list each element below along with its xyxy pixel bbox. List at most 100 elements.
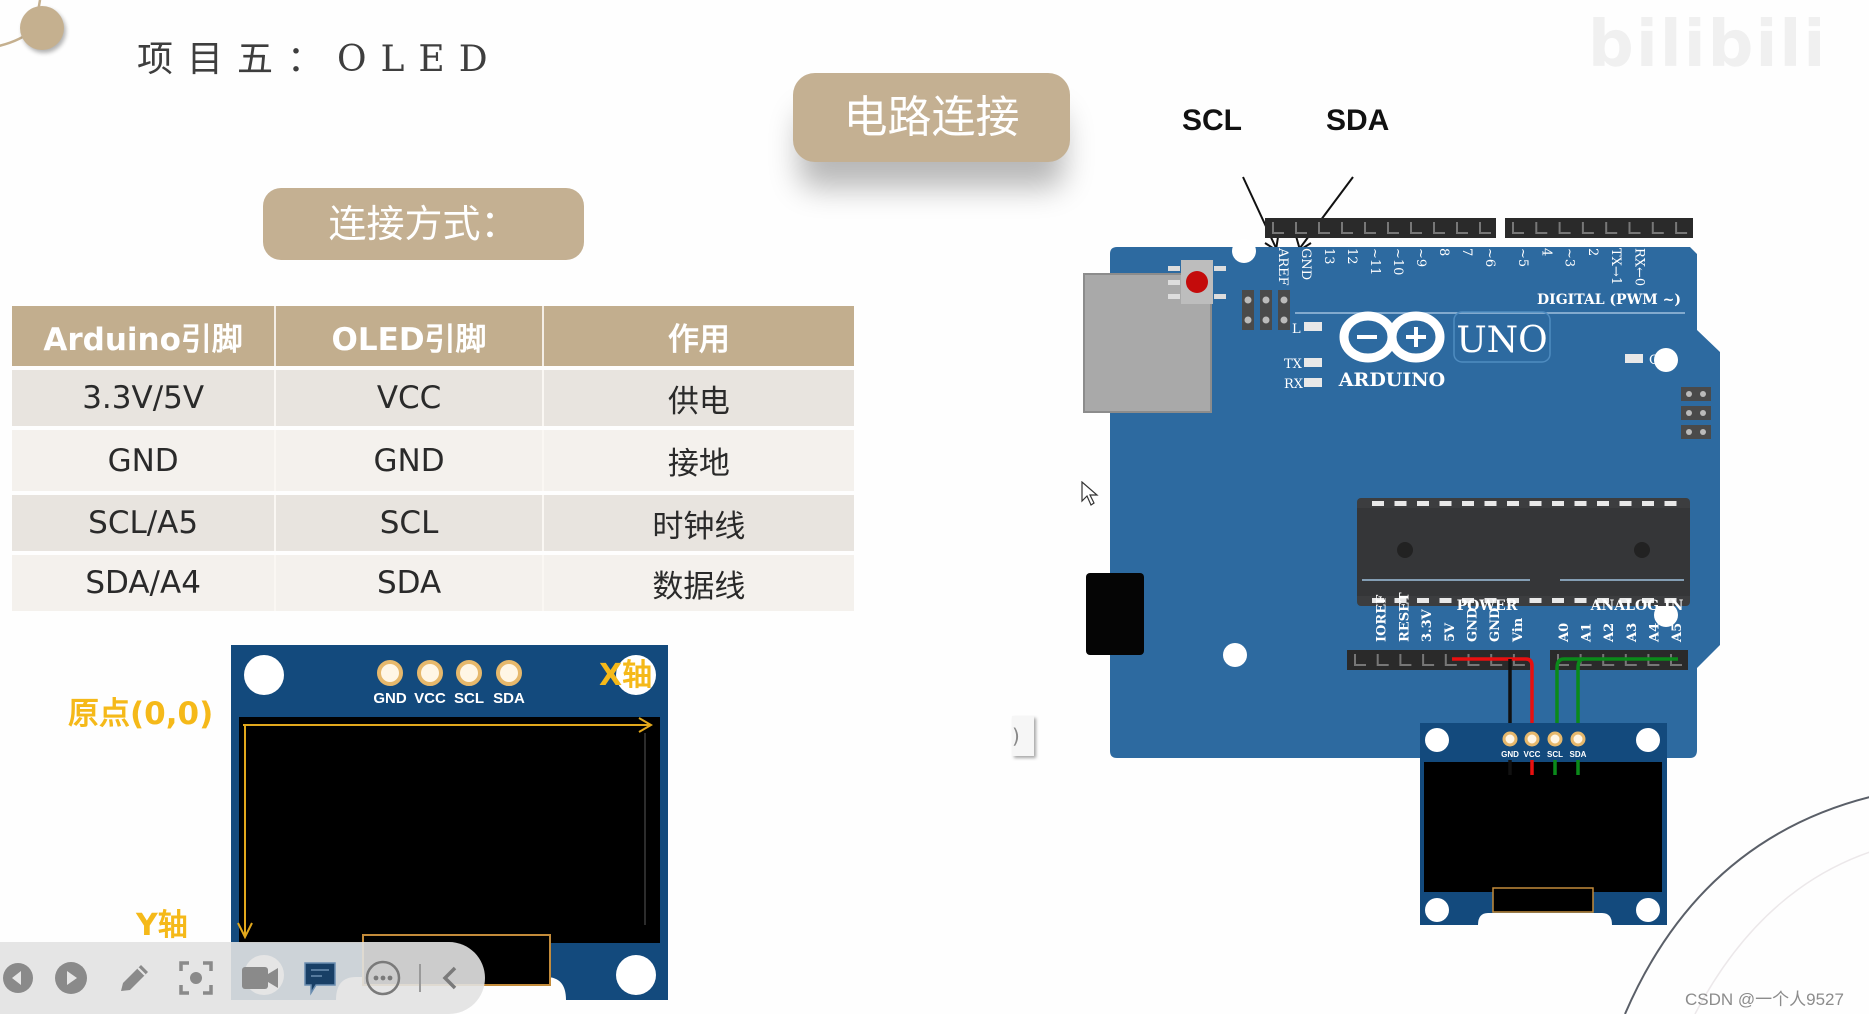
digital-pin-label: TX→1 <box>1608 248 1623 285</box>
digital-label: DIGITAL (PWM ~) <box>1537 292 1681 308</box>
header-socket <box>1354 654 1366 666</box>
oled-ribbon <box>1492 887 1594 913</box>
toolbar-divider <box>419 964 421 992</box>
chip-pin <box>1597 501 1609 506</box>
camera-icon <box>242 967 278 989</box>
oled-pin-label: GND <box>1501 750 1519 759</box>
header-socket <box>1675 222 1688 234</box>
analog-label: ANALOG IN <box>1590 598 1684 614</box>
cell-function: 供电 <box>543 370 854 426</box>
digital-header-pins <box>1272 222 1688 234</box>
table-row: SDA/A4 SDA 数据线 <box>12 555 854 611</box>
chip-pin <box>1574 598 1587 603</box>
play-icon <box>55 962 87 994</box>
oled-pin-pads <box>1502 731 1586 747</box>
decorative-arc <box>1624 796 1869 1014</box>
analog-pin-label: A1 <box>1580 623 1595 643</box>
chip-pin <box>1529 598 1542 603</box>
next-button[interactable] <box>43 942 99 1014</box>
digital-pin-label: AREF <box>1275 247 1290 286</box>
comment-button[interactable] <box>292 942 348 1014</box>
header-socket <box>1399 654 1412 666</box>
header-socket <box>1387 222 1399 234</box>
mount-hole <box>616 955 656 995</box>
chip-pin <box>1394 598 1407 603</box>
y-axis-label: Y轴 <box>136 908 188 943</box>
power-pin-label: 3.3V <box>1420 608 1435 642</box>
analog-pin-label: A2 <box>1602 623 1617 643</box>
reset-button <box>1168 260 1226 304</box>
header-socket <box>1318 222 1330 234</box>
pen-button[interactable] <box>106 942 162 1014</box>
cell-arduino-pin: SCL/A5 <box>12 495 277 551</box>
header-socket <box>1651 222 1664 234</box>
chip-pin <box>1372 598 1384 603</box>
cell-arduino-pin: 3.3V/5V <box>12 370 277 426</box>
table-row: 3.3V/5V VCC 供电 <box>12 370 854 426</box>
previous-button[interactable] <box>0 942 46 1014</box>
mount-hole <box>1654 348 1678 372</box>
digital-header-low[interactable] <box>1505 218 1693 238</box>
led-label-l: L <box>1292 322 1301 337</box>
x-axis-label: X轴 <box>599 658 652 693</box>
chip-pin <box>1664 501 1677 506</box>
chip-pin <box>1552 598 1564 603</box>
cell-function: 时钟线 <box>543 495 854 551</box>
chip-pin <box>1484 501 1497 506</box>
table-row: SCL/A5 SCL 时钟线 <box>12 495 854 551</box>
digital-pin-label: 12 <box>1344 248 1359 265</box>
collapse-toolbar-button[interactable] <box>422 942 478 1014</box>
pin-mapping-table: Arduino引脚 OLED引脚 作用 3.3V/5V VCC 供电 GND G… <box>12 302 854 615</box>
table-row: GND GND 接地 <box>12 430 854 491</box>
led-rx <box>1304 378 1322 387</box>
chip-pin <box>1619 598 1632 603</box>
mount-hole <box>1636 898 1660 922</box>
header-socket <box>1628 222 1641 234</box>
header-socket <box>1479 222 1491 234</box>
oled-pin-label: SCL <box>454 690 484 707</box>
header-socket <box>1605 222 1618 234</box>
icsp-header <box>1242 290 1290 330</box>
analog-pin-label: A0 <box>1557 623 1572 643</box>
digital-pin-label: ~3 <box>1562 248 1577 267</box>
collapsed-panel-tab[interactable]: ) <box>1012 716 1034 756</box>
mount-hole <box>1636 728 1660 752</box>
camera-button[interactable] <box>232 942 288 1014</box>
scl-callout: SCL <box>1182 104 1242 137</box>
power-header[interactable] <box>1347 650 1530 670</box>
connection-pill: 连接方式： <box>263 188 584 260</box>
cell-arduino-pin: GND <box>12 430 277 491</box>
bilibili-logo: bilibili <box>1588 8 1828 82</box>
cell-function: 数据线 <box>543 555 854 611</box>
digital-pin-label: 8 <box>1436 248 1451 256</box>
arduino-logo-icon <box>1339 311 1445 363</box>
power-jack <box>1086 573 1144 655</box>
arduino-brand: ARDUINO <box>1338 369 1445 391</box>
table-header-row: Arduino引脚 OLED引脚 作用 <box>12 306 854 366</box>
mount-hole <box>1223 643 1247 667</box>
decorative-dot <box>20 6 64 50</box>
led-tx <box>1304 358 1322 367</box>
analog-pin-label: A3 <box>1625 623 1640 643</box>
digital-header-high[interactable] <box>1265 218 1496 238</box>
chip-pin <box>1642 501 1654 506</box>
chip-pin <box>1507 598 1519 603</box>
screenshot-button[interactable] <box>168 942 224 1014</box>
chip-pin <box>1462 598 1474 603</box>
bilibili-watermark: bilibili <box>1570 8 1827 82</box>
header-function: 作用 <box>543 306 854 366</box>
header-socket <box>1422 654 1435 666</box>
csdn-credit: CSDN @一个人9527 <box>1685 990 1844 1009</box>
power-pin-label: GND <box>1488 608 1503 642</box>
header-socket <box>1535 222 1548 234</box>
digital-pin-label: ~10 <box>1390 248 1405 275</box>
digital-pin-label: 2 <box>1585 248 1600 256</box>
analog-pin-label: A5 <box>1670 623 1685 643</box>
wire-ends <box>1508 760 1580 775</box>
mount-hole <box>616 655 656 695</box>
mount-hole <box>1425 728 1449 752</box>
more-button[interactable] <box>355 942 411 1014</box>
sda-callout: SDA <box>1326 104 1390 137</box>
digital-pin-label: ~5 <box>1515 248 1530 267</box>
